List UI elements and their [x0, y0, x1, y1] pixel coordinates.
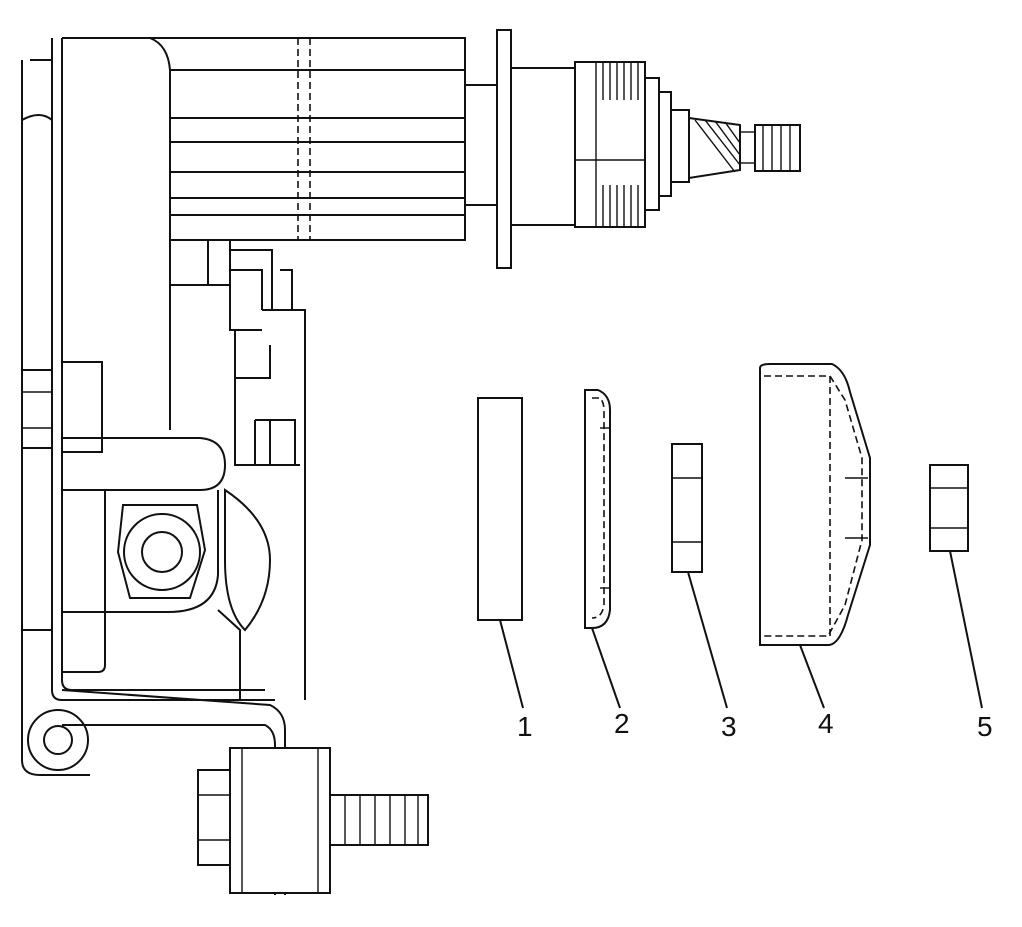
part-1 [477, 397, 523, 621]
leader-line-5 [949, 550, 983, 709]
motor-flange [464, 29, 690, 269]
drive-gear [688, 116, 801, 180]
leader-lines [499, 550, 983, 709]
part-2 [584, 389, 611, 629]
callout-1: 1 [517, 711, 533, 742]
leader-line-3 [687, 571, 728, 709]
part-3 [671, 443, 703, 573]
leader-line-4 [799, 644, 825, 709]
side-clip [21, 361, 103, 453]
callout-4: 4 [818, 708, 834, 739]
part-5 [929, 464, 969, 552]
motor-housing [62, 37, 466, 430]
terminal-block [169, 240, 306, 700]
leader-line-2 [591, 627, 621, 709]
callouts: 1 2 3 4 5 [517, 708, 993, 742]
callout-3: 3 [721, 711, 737, 742]
leader-line-1 [499, 619, 524, 709]
mounting-bracket [21, 38, 275, 776]
ground-wire [61, 689, 286, 895]
motor-assembly [21, 29, 801, 895]
nut-plate [62, 437, 272, 700]
pivot-eye [27, 709, 89, 771]
part-4 [759, 363, 871, 646]
callout-5: 5 [977, 711, 993, 742]
callout-2: 2 [614, 708, 630, 739]
mounting-bolt [197, 747, 429, 894]
